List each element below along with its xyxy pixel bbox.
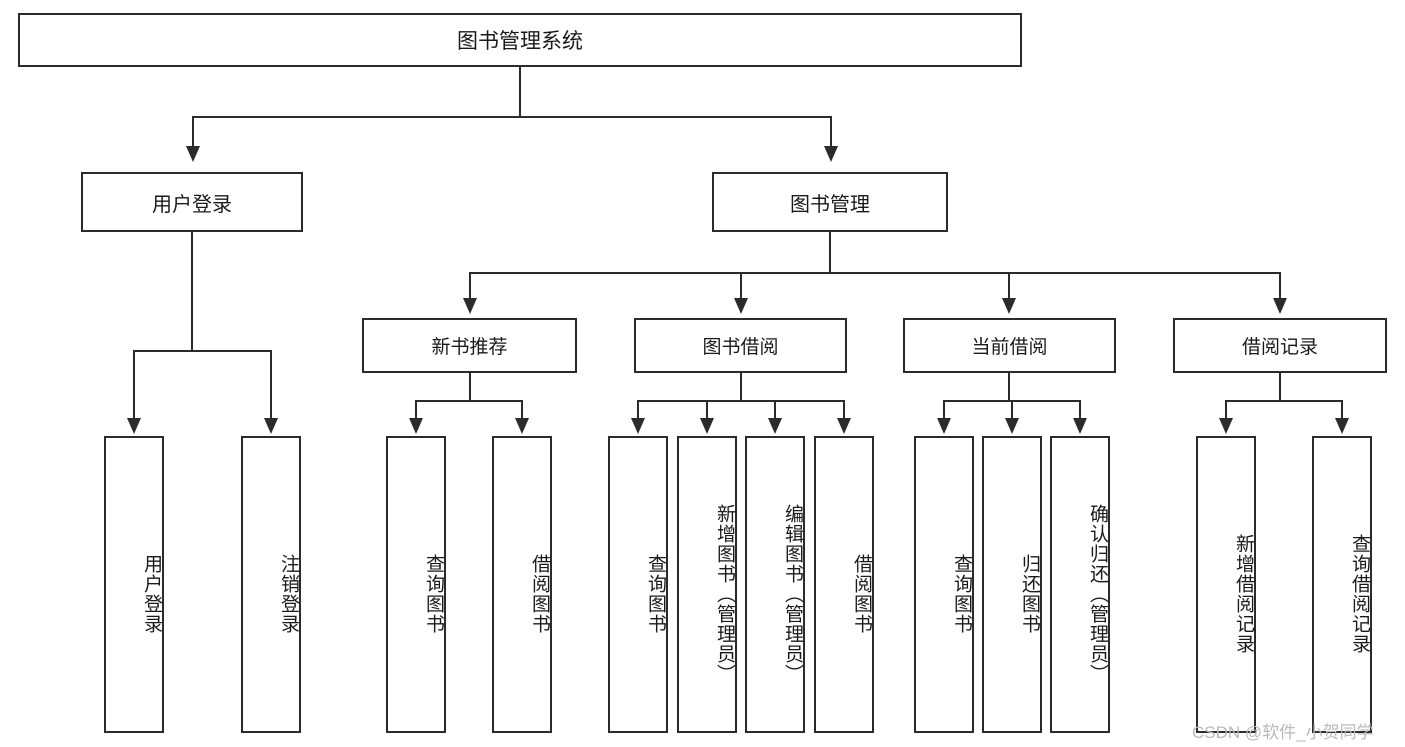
leaf-edit-book-admin[interactable]: 编辑图书（管理员） (745, 436, 805, 733)
leaf-label: 查询图书 (423, 553, 444, 634)
connector-bb-stem (740, 373, 742, 402)
arrowhead-leaf-query-book-bb (631, 418, 645, 434)
node-book-borrow[interactable]: 图书借阅 (634, 318, 847, 373)
node-label: 图书管理系统 (457, 30, 583, 53)
arrowhead-leaf-return-book-cb (1005, 418, 1019, 434)
leaf-label: 注销登录 (278, 553, 299, 634)
connector-user-login-drop-1 (133, 350, 135, 420)
arrowhead-leaf-add-record (1219, 418, 1233, 434)
connector-nbr-stem (469, 373, 471, 402)
arrowhead-borrow-record (1273, 298, 1287, 314)
csdn-watermark: CSDN @软件_小贺同学 (1192, 723, 1374, 742)
connector-cb-drop-2 (1011, 400, 1013, 420)
leaf-label: 查询图书 (645, 553, 666, 634)
leaf-label: 借阅图书 (529, 553, 550, 634)
arrowhead-leaf-user-login (127, 418, 141, 434)
arrowhead-current-borrow (1002, 298, 1016, 314)
connector-root-bus (192, 116, 832, 118)
connector-nbr-drop-2 (521, 400, 523, 420)
connector-user-login-stem (191, 232, 193, 352)
leaf-borrow-book-recommend[interactable]: 借阅图书 (492, 436, 552, 733)
node-label: 借阅记录 (1241, 337, 1318, 358)
leaf-borrow-book[interactable]: 借阅图书 (814, 436, 874, 733)
leaf-query-borrow-record[interactable]: 查询借阅记录 (1312, 436, 1372, 733)
connector-root-drop-right (830, 116, 832, 148)
arrowhead-new-book-recommend (463, 298, 477, 314)
arrowhead-leaf-edit-book-bb (768, 418, 782, 434)
connector-br-drop-1 (1225, 400, 1227, 420)
arrowhead-user-login (186, 146, 200, 162)
leaf-query-book-borrow[interactable]: 查询图书 (608, 436, 668, 733)
connector-bb-drop-3 (774, 400, 776, 420)
connector-bm-drop-3 (1008, 272, 1010, 300)
connector-bm-drop-4 (1279, 272, 1281, 300)
node-new-book-recommend[interactable]: 新书推荐 (362, 318, 577, 373)
leaf-query-book-current[interactable]: 查询图书 (914, 436, 974, 733)
connector-user-login-drop-2 (270, 350, 272, 420)
leaf-label: 编辑图书（管理员） (782, 503, 803, 684)
connector-bb-bus (637, 400, 843, 402)
leaf-label: 借阅图书 (851, 553, 872, 634)
connector-cb-stem (1008, 373, 1010, 402)
arrowhead-leaf-logout (264, 418, 278, 434)
leaf-label: 新增借阅记录 (1233, 533, 1254, 654)
arrowhead-leaf-query-book-nbr (409, 418, 423, 434)
arrowhead-leaf-add-book-bb (700, 418, 714, 434)
connector-br-bus (1225, 400, 1342, 402)
leaf-user-login[interactable]: 用户登录 (104, 436, 164, 733)
connector-bm-drop-2 (740, 272, 742, 300)
node-label: 新书推荐 (431, 337, 508, 358)
connector-nbr-drop-1 (415, 400, 417, 420)
connector-cb-drop-3 (1079, 400, 1081, 420)
arrowhead-book-management (824, 146, 838, 162)
node-label: 当前借阅 (971, 337, 1048, 358)
connector-bb-drop-1 (637, 400, 639, 420)
leaf-label: 查询图书 (951, 553, 972, 634)
connector-root-stem (519, 67, 521, 116)
arrowhead-leaf-query-book-cb (937, 418, 951, 434)
connector-user-login-bus (133, 350, 271, 352)
node-label: 图书管理 (790, 193, 870, 216)
leaf-add-borrow-record[interactable]: 新增借阅记录 (1196, 436, 1256, 733)
leaf-label: 查询借阅记录 (1349, 533, 1370, 654)
connector-bb-drop-2 (706, 400, 708, 420)
node-label: 图书借阅 (702, 337, 779, 358)
connector-br-stem (1279, 373, 1281, 402)
leaf-label: 新增图书（管理员） (714, 503, 735, 684)
node-user-login[interactable]: 用户登录 (81, 172, 303, 232)
leaf-label: 用户登录 (141, 553, 162, 634)
connector-bb-drop-4 (843, 400, 845, 420)
leaf-return-book[interactable]: 归还图书 (982, 436, 1042, 733)
leaf-label: 归还图书 (1019, 553, 1040, 634)
connector-book-management-stem (829, 232, 831, 274)
connector-bm-drop-1 (469, 272, 471, 300)
leaf-query-book-recommend[interactable]: 查询图书 (386, 436, 446, 733)
node-borrow-record[interactable]: 借阅记录 (1173, 318, 1387, 373)
leaf-confirm-return-admin[interactable]: 确认归还（管理员） (1050, 436, 1110, 733)
node-root-book-management-system[interactable]: 图书管理系统 (18, 13, 1022, 67)
connector-root-drop-left (192, 116, 194, 148)
connector-br-drop-2 (1341, 400, 1343, 420)
node-current-borrow[interactable]: 当前借阅 (903, 318, 1116, 373)
leaf-add-book-admin[interactable]: 新增图书（管理员） (677, 436, 737, 733)
arrowhead-leaf-query-record (1335, 418, 1349, 434)
arrowhead-leaf-confirm-return-cb (1073, 418, 1087, 434)
arrowhead-leaf-borrow-book-nbr (515, 418, 529, 434)
connector-cb-drop-1 (943, 400, 945, 420)
connector-book-management-bus (469, 272, 1281, 274)
node-book-management[interactable]: 图书管理 (712, 172, 948, 232)
arrowhead-book-borrow (734, 298, 748, 314)
leaf-label: 确认归还（管理员） (1087, 503, 1108, 684)
connector-nbr-bus (415, 400, 522, 402)
arrowhead-leaf-borrow-book-bb (837, 418, 851, 434)
leaf-logout[interactable]: 注销登录 (241, 436, 301, 733)
node-label: 用户登录 (152, 193, 232, 216)
